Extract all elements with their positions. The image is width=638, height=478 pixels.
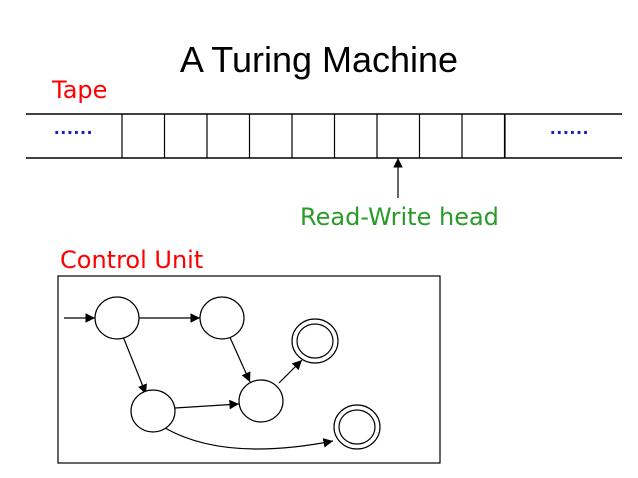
state-s5 bbox=[238, 379, 284, 423]
state-s6-outer bbox=[333, 404, 381, 450]
tape bbox=[26, 113, 622, 159]
read-write-head-label: Read-Write head bbox=[300, 203, 499, 231]
state-s1 bbox=[94, 296, 140, 340]
transition-s2-s5 bbox=[227, 332, 251, 383]
state-s6-inner bbox=[338, 409, 376, 445]
states bbox=[94, 296, 381, 450]
state-s4 bbox=[130, 389, 176, 433]
transitions bbox=[121, 313, 334, 450]
state-s3-outer bbox=[291, 318, 339, 364]
tape-label: Tape bbox=[52, 76, 108, 104]
tape-left-ellipsis: ...... bbox=[54, 117, 94, 139]
control-unit-box bbox=[57, 275, 441, 464]
control-unit-label: Control Unit bbox=[60, 246, 204, 274]
tape-cells bbox=[121, 114, 506, 158]
tape-right-ellipsis: ...... bbox=[550, 117, 590, 139]
transition-s4-s6 bbox=[164, 427, 334, 450]
transition-s4-s5 bbox=[174, 399, 240, 410]
transition-s5-s3 bbox=[278, 359, 303, 384]
state-s3-inner bbox=[296, 323, 334, 359]
state-s2 bbox=[199, 296, 245, 340]
slide-title: A Turing Machine bbox=[179, 39, 459, 80]
transition-s1-s4 bbox=[121, 333, 147, 395]
